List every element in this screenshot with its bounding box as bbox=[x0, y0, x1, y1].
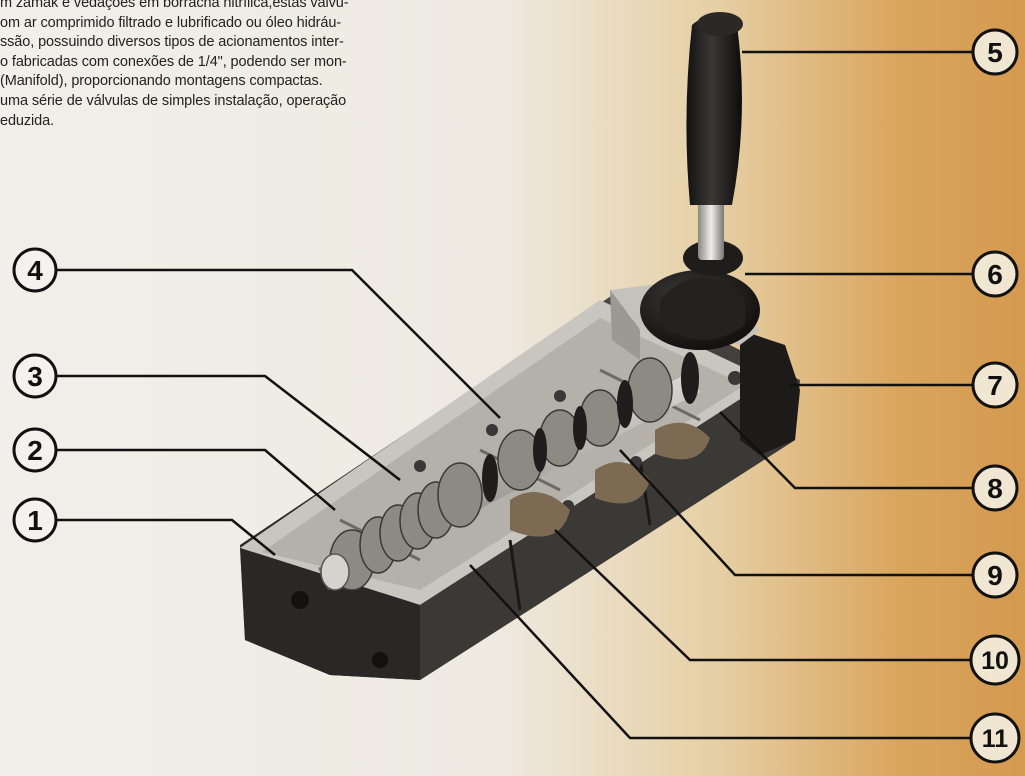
callout-label: 4 bbox=[27, 255, 43, 286]
intro-line: (Manifold), proporcionando montagens com… bbox=[0, 73, 323, 90]
callout-7: 7 bbox=[971, 361, 1019, 409]
callout-9: 9 bbox=[971, 551, 1019, 599]
callout-11: 11 bbox=[969, 712, 1021, 764]
intro-line: m zamak e vedações em borracha nitrílica… bbox=[0, 0, 349, 11]
callout-8: 8 bbox=[971, 464, 1019, 512]
intro-line: ssão, possuindo diversos tipos de aciona… bbox=[0, 34, 344, 51]
lever-handle bbox=[640, 12, 760, 350]
callout-label: 1 bbox=[27, 505, 43, 536]
callout-1: 1 bbox=[12, 497, 58, 543]
callout-label: 7 bbox=[987, 370, 1003, 401]
callout-label: 3 bbox=[27, 361, 43, 392]
callout-4: 4 bbox=[12, 247, 58, 293]
intro-line: uma série de válvulas de simples instala… bbox=[0, 92, 347, 109]
intro-line: o fabricadas com conexões de 1/4", poden… bbox=[0, 53, 347, 70]
callout-label: 2 bbox=[27, 435, 43, 466]
callout-label: 10 bbox=[981, 647, 1009, 675]
callout-label: 11 bbox=[982, 725, 1009, 753]
callout-label: 8 bbox=[987, 473, 1003, 504]
intro-paragraph: m zamak e vedações em borracha nitrílica… bbox=[0, 0, 500, 131]
callout-5: 5 bbox=[971, 28, 1019, 76]
callout-10: 10 bbox=[969, 634, 1021, 686]
callout-3: 3 bbox=[12, 353, 58, 399]
callout-label: 6 bbox=[987, 259, 1003, 290]
callout-6: 6 bbox=[971, 250, 1019, 298]
callout-label: 9 bbox=[987, 560, 1003, 591]
intro-line: om ar comprimido filtrado e lubrificado … bbox=[0, 14, 342, 31]
leader-lines bbox=[55, 50, 975, 740]
callout-2: 2 bbox=[12, 427, 58, 473]
spool bbox=[318, 352, 700, 591]
callout-label: 5 bbox=[987, 37, 1003, 68]
intro-line: eduzida. bbox=[0, 112, 55, 129]
